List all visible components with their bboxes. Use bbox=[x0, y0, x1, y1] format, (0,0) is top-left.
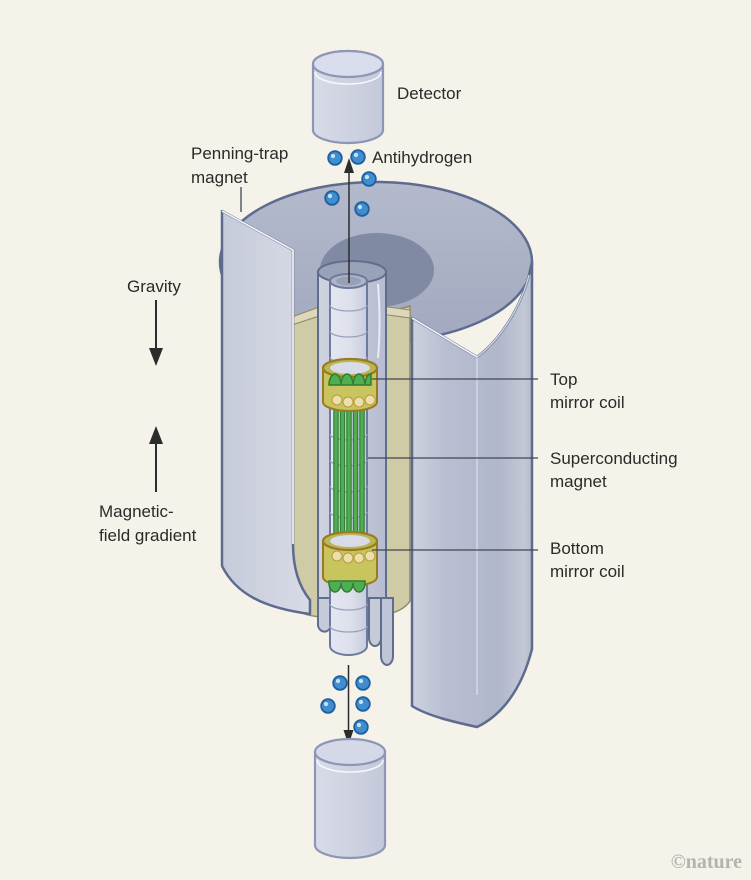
label-penning-trap: Penning-trap magnet bbox=[191, 144, 293, 187]
label-detector: Detector bbox=[397, 84, 462, 103]
bottom-coil-green-bumps bbox=[328, 580, 366, 593]
detector-top bbox=[311, 49, 385, 145]
bottom-mirror-coil bbox=[321, 530, 379, 593]
beam-arrow-down bbox=[343, 665, 354, 745]
bottom-coil-pale-windings bbox=[331, 550, 376, 564]
label-antihydrogen: Antihydrogen bbox=[372, 148, 472, 167]
penning-trap-magnet bbox=[218, 180, 534, 729]
label-top-mirror-coil: Top mirror coil bbox=[550, 370, 625, 412]
leader-lines bbox=[240, 187, 538, 551]
gravity-arrow bbox=[149, 300, 163, 366]
antihydrogen-atoms-top bbox=[324, 149, 377, 217]
magnet-left-wall bbox=[220, 209, 312, 616]
label-bottom-mirror-coil: Bottom mirror coil bbox=[550, 539, 625, 581]
detector-bottom bbox=[313, 737, 387, 860]
magnet-right-wall bbox=[410, 260, 534, 729]
label-magnetic-field-gradient: Magnetic- field gradient bbox=[99, 502, 197, 545]
top-mirror-coil bbox=[321, 357, 379, 412]
nature-credit: ©nature bbox=[671, 851, 742, 873]
antihydrogen-atoms-bottom bbox=[320, 675, 371, 735]
label-gravity: Gravity bbox=[127, 277, 181, 296]
superconducting-wires bbox=[333, 374, 365, 560]
top-coil-green-scallops bbox=[328, 373, 372, 386]
label-superconducting-magnet: Superconducting magnet bbox=[550, 449, 682, 491]
top-coil-pale-windings bbox=[331, 394, 376, 408]
beam-arrow-up bbox=[344, 158, 354, 283]
gradient-arrow bbox=[149, 426, 163, 492]
